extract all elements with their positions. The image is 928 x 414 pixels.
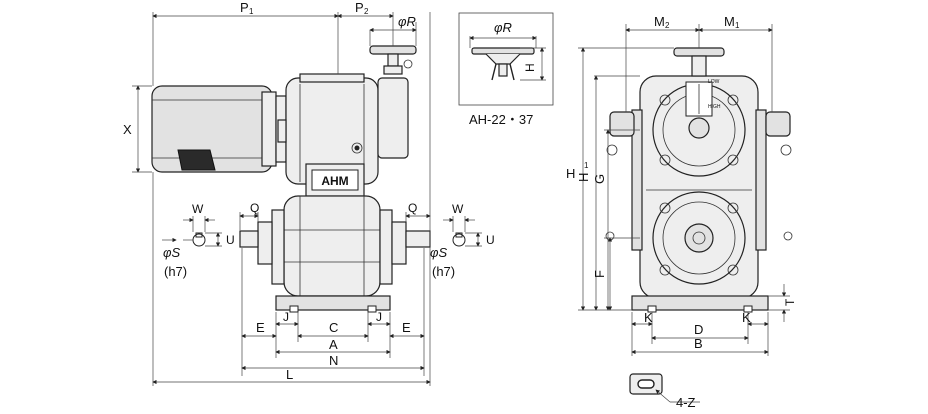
dim-U-right: U [486,233,495,247]
dim-W-right: W [452,202,464,216]
dim-phiR-inset: φR [494,20,512,35]
svg-text:1: 1 [584,161,589,170]
dim-U-left: U [226,233,235,247]
dim-M1: M [724,14,735,29]
shaft-key-right [452,232,466,247]
dim-H1: H [576,173,591,182]
front-view: LOW HIGH [605,47,793,313]
dim-phiS-left: φS [163,245,180,260]
svg-text:2: 2 [665,21,670,30]
upper-gear-housing [277,73,409,185]
dim-D: D [694,322,703,337]
mounting-slot-detail [629,373,700,403]
dim-A: A [329,337,338,352]
gauge-high: HIGH [708,104,721,110]
front-view-dimensions: M 2 M 1 H H 1 G F T K K D [566,14,797,356]
brand-plate: AHM [305,163,365,197]
base-plate [275,295,391,313]
dim-E-right: E [402,320,411,335]
motor [151,85,287,173]
dim-4-Z: 4-Z [676,395,696,410]
dim-J-left: J [283,310,289,324]
dim-H: H [566,166,575,181]
dim-Q-left: Q [250,201,259,215]
dim-G: G [592,174,607,184]
dim-N: N [329,353,338,368]
dim-W-left: W [192,202,204,216]
dim-phiR-main: φR [398,14,416,29]
svg-text:1: 1 [249,7,254,16]
dim-h7-left: (h7) [164,264,187,279]
dim-h7-right: (h7) [432,264,455,279]
gauge-low: LOW [708,79,720,85]
dim-Q-right: Q [408,201,417,215]
dim-T: T [783,298,797,306]
output-shafts [239,230,431,248]
dim-P2: P [355,0,364,15]
dim-M2: M [654,14,665,29]
dim-X: X [123,122,132,137]
inset-handwheel-detail: φR H [458,12,554,106]
dim-P1: P [240,0,249,15]
svg-text:1: 1 [735,21,740,30]
dim-F: F [592,270,607,278]
handwheel[interactable] [369,45,417,75]
lower-gear-housing [257,195,407,297]
dim-H-inset: H [523,63,537,72]
left-dimensions: P 1 P 2 φR X W U φS (h7) W [123,0,495,386]
svg-text:2: 2 [364,7,369,16]
dim-K-right: K [742,310,751,325]
dim-L: L [286,367,293,382]
dim-J-right: J [376,310,382,324]
dim-B: B [694,336,703,351]
shaft-key-left [192,232,206,247]
inset-caption: AH-22・37 [469,112,533,127]
dim-K-left: K [644,310,653,325]
dim-E-left: E [256,320,265,335]
brand-text: AHM [321,174,348,188]
dim-phiS-right: φS [430,245,447,260]
dim-C: C [329,320,338,335]
